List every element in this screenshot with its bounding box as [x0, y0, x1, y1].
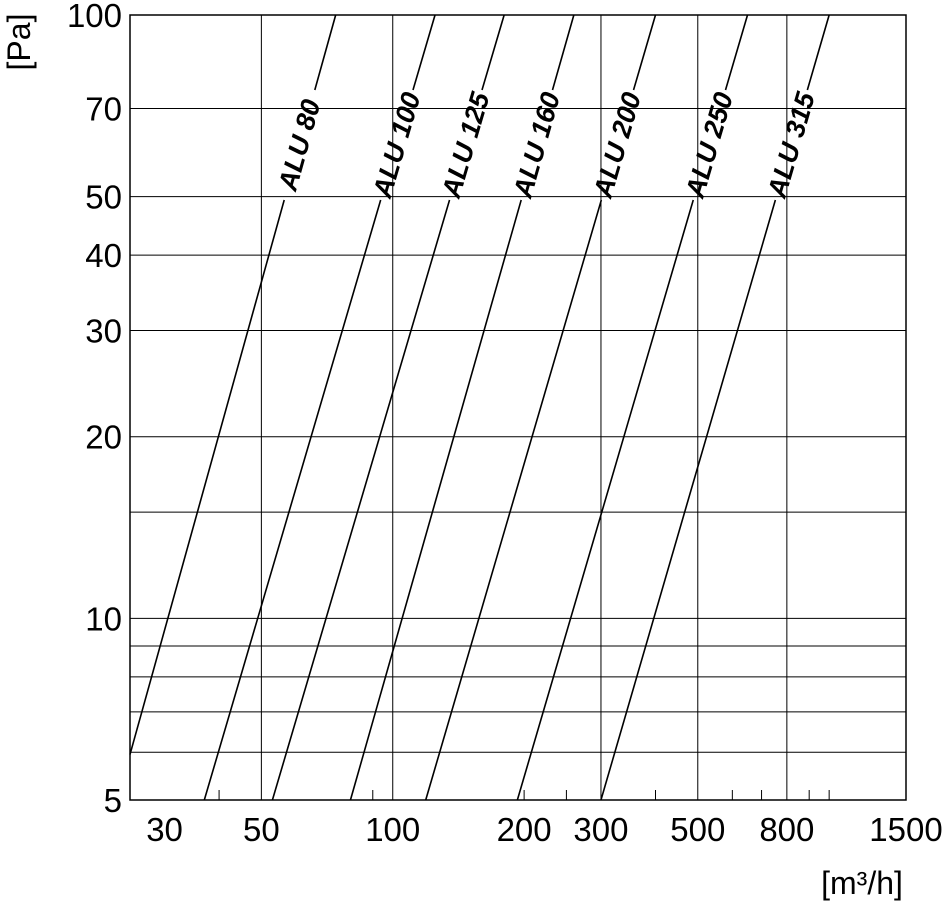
series-line-alu-160	[349, 199, 522, 801]
series-line-alu-250-upper	[724, 14, 749, 91]
series-label-alu-250: ALU 250	[680, 89, 739, 202]
y-tick-label: 40	[85, 237, 122, 274]
series-line-alu-315-upper	[806, 14, 830, 91]
x-tick-label: 100	[365, 811, 420, 848]
y-tick-label: 30	[85, 312, 122, 349]
series-line-alu-125	[271, 199, 451, 801]
tick-labels: 5 10 20 30 40 50 70 100 30 50 100 200 300 500 800 1500	[67, 0, 943, 848]
series-line-alu-200-upper	[632, 14, 657, 91]
series-label-alu-315: ALU 315	[762, 88, 822, 202]
x-tick-label: 800	[759, 811, 814, 848]
series-line-alu-100	[203, 199, 382, 801]
y-tick-label: 50	[85, 179, 122, 216]
x-tick-label: 200	[497, 811, 552, 848]
series-label-alu-100: ALU 100	[367, 89, 427, 202]
y-tick-label: 70	[85, 90, 122, 127]
series-line-alu-250	[516, 199, 695, 801]
y-tick-label: 100	[67, 0, 122, 34]
series-line-alu-160-upper	[551, 14, 575, 91]
series-lines	[129, 14, 830, 801]
y-axis-label: [Pa]	[1, 14, 37, 71]
series-label-alu-125: ALU 125	[436, 88, 496, 202]
x-tick-label: 500	[670, 811, 725, 848]
y-tick-label: 5	[104, 782, 122, 819]
series-line-alu-80-upper	[314, 14, 337, 91]
series-label-alu-80: ALU 80	[272, 96, 326, 195]
series-line-alu-125-upper	[481, 14, 505, 91]
series-label-alu-200: ALU 200	[588, 89, 647, 202]
y-tick-label: 10	[85, 600, 122, 637]
series-line-alu-80	[129, 199, 285, 755]
series-line-alu-200	[424, 199, 603, 801]
series-label-alu-160: ALU 160	[507, 89, 566, 202]
series-line-alu-100-upper	[412, 14, 436, 91]
x-tick-label: 1500	[869, 811, 942, 848]
x-tick-label: 300	[573, 811, 628, 848]
y-tick-label: 20	[85, 419, 122, 456]
x-tick-label: 50	[243, 811, 280, 848]
x-axis-label: [m³/h]	[821, 865, 903, 901]
series-line-alu-315	[600, 199, 777, 801]
plot-frame	[129, 14, 907, 801]
x-tick-label: 30	[146, 811, 183, 848]
